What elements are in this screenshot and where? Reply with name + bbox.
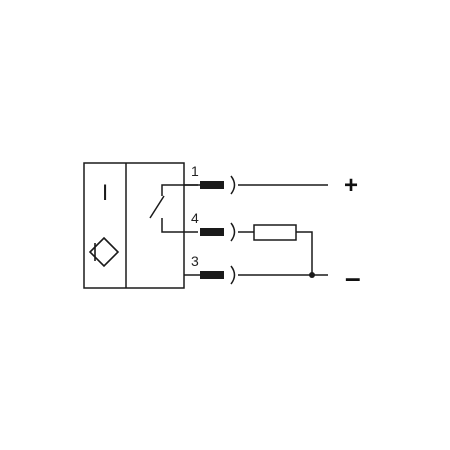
- plug-pin-3: [230, 265, 236, 285]
- positive-sign: +: [344, 172, 358, 199]
- pin-label-1: 1: [191, 163, 199, 179]
- wire-pin-1: [184, 175, 328, 195]
- plug-pin-4: [230, 222, 236, 242]
- sensor-housing: [83, 162, 185, 289]
- connector-pin-1: [200, 181, 224, 189]
- plug-pin-1: [230, 175, 236, 195]
- resistor-icon: [253, 224, 297, 241]
- connector-pin-3: [200, 271, 224, 279]
- wire-pin-4: [200, 222, 313, 275]
- pin-label-4: 4: [191, 210, 199, 226]
- wire-pin-3: [184, 265, 328, 285]
- junction-dot: [309, 272, 315, 278]
- sensor-body: [83, 162, 185, 289]
- sensor-symbol-text: I: [102, 180, 108, 205]
- inductive-sensor-diamond-icon: [88, 236, 120, 268]
- pin-label-3: 3: [191, 253, 199, 269]
- connector-pin-4: [200, 228, 224, 236]
- negative-sign: –: [345, 262, 361, 293]
